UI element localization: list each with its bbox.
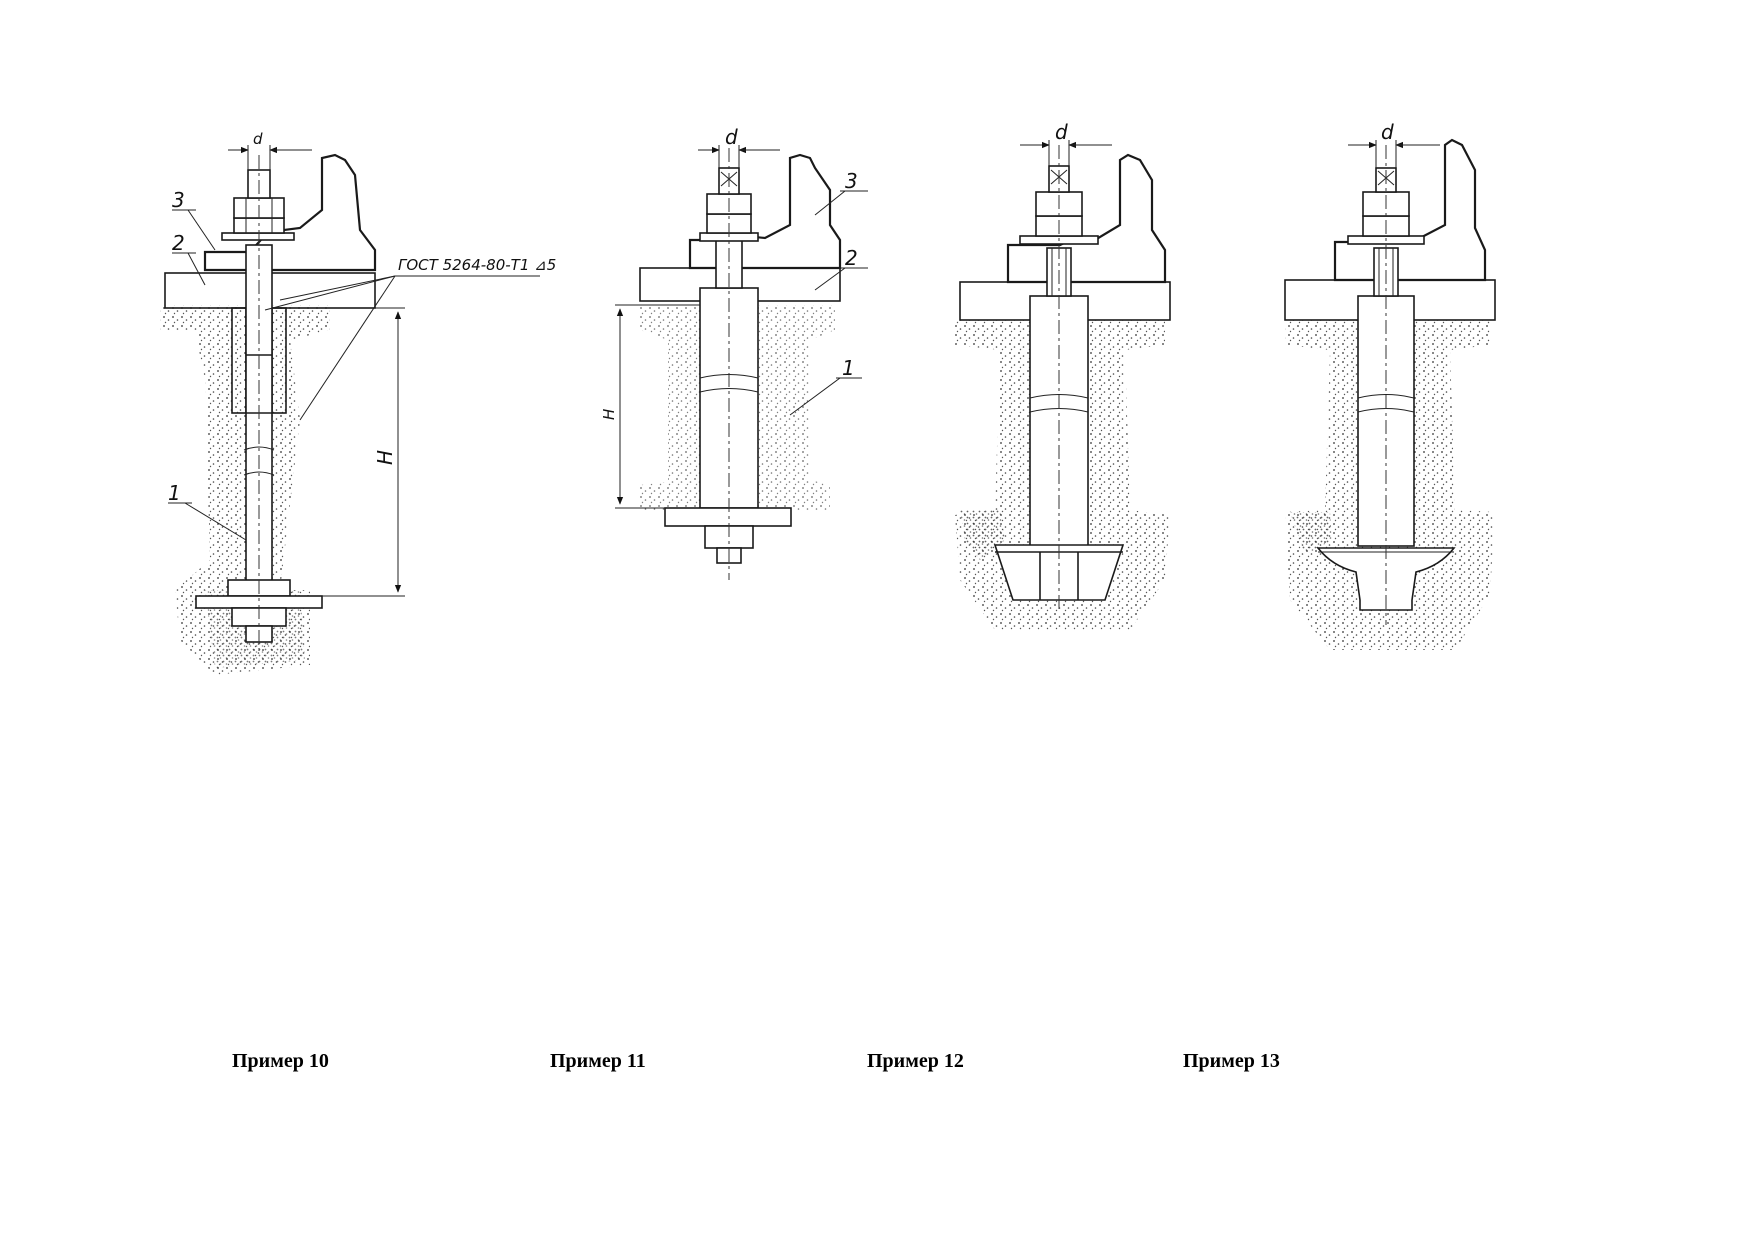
example-12-drawing: d <box>955 120 1171 630</box>
caption-example-11: Пример 11 <box>550 1050 646 1072</box>
callout-2: 2 <box>172 231 185 255</box>
caption-example-12: Пример 12 <box>867 1050 964 1072</box>
weld-gost-label: ГОСТ 5264-80-Т1 ⊿5 <box>398 256 556 274</box>
callout-3: 3 <box>172 188 185 212</box>
dim-H-label: H <box>373 450 397 465</box>
example-11-drawing: d H 3 2 1 <box>600 125 868 580</box>
dim-d-label: d <box>1381 120 1394 144</box>
dim-d-label: d <box>253 130 263 148</box>
caption-example-13: Пример 13 <box>1183 1050 1280 1072</box>
example-13-drawing: d <box>1284 120 1496 650</box>
callout-1: 1 <box>168 481 181 505</box>
dim-d-label: d <box>725 125 738 149</box>
callout-3: 3 <box>845 169 858 193</box>
callout-1: 1 <box>842 356 855 380</box>
example-10-drawing: d H ГОСТ 5264-80-Т1 ⊿5 3 2 1 <box>160 130 556 675</box>
callout-2: 2 <box>845 246 858 270</box>
caption-example-10: Пример 10 <box>232 1050 329 1072</box>
dim-d-label: d <box>1055 120 1068 144</box>
dim-H-label: H <box>600 409 618 420</box>
